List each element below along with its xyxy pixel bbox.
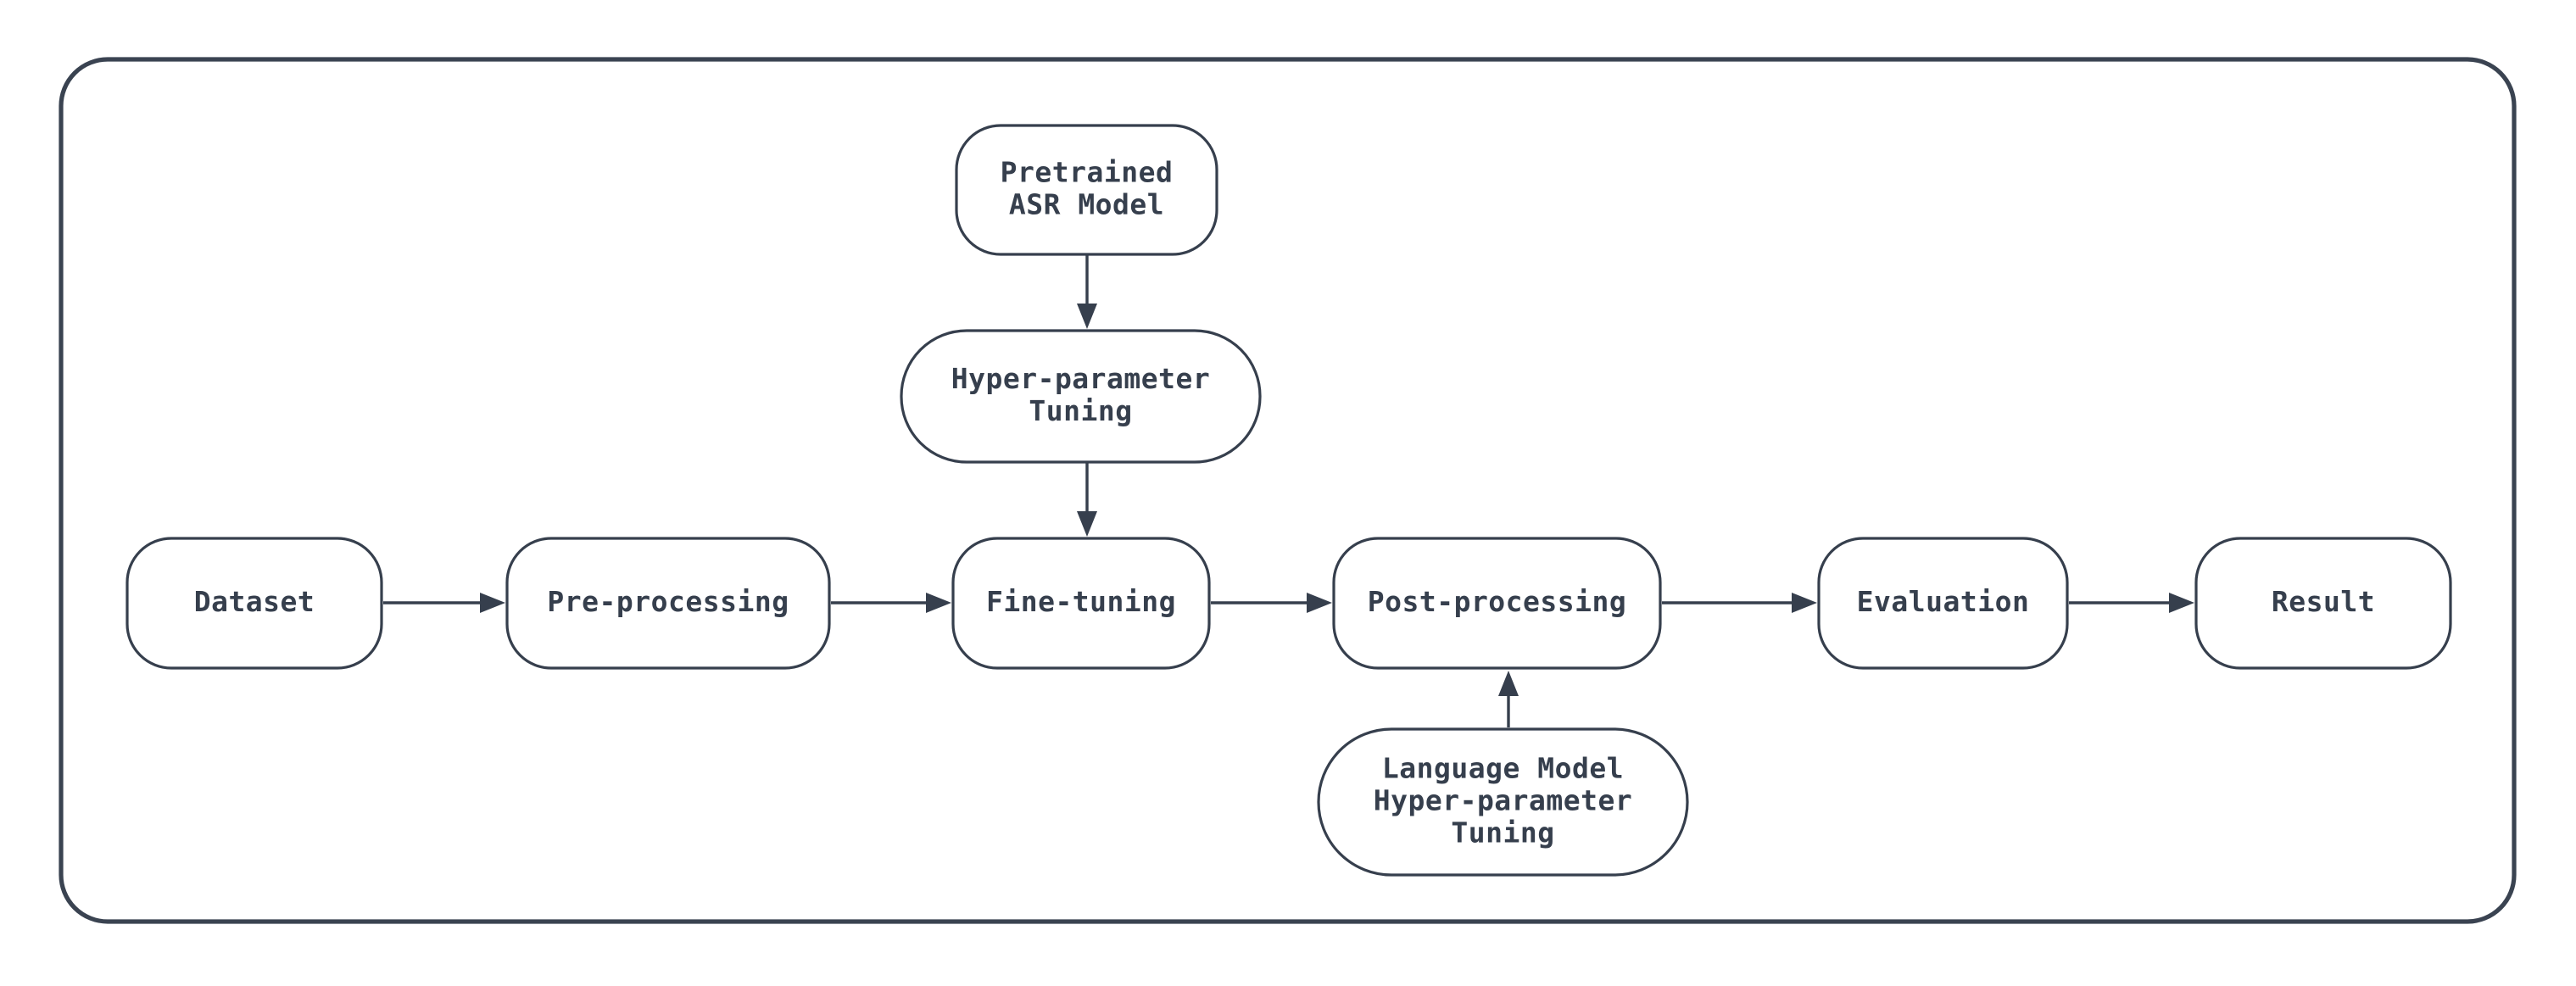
node-label-language-model-hyper-parameter-tuning: Hyper-parameter (1374, 784, 1633, 817)
pipeline-container-border (59, 57, 2517, 924)
node-label-result: Result (2272, 585, 2375, 618)
arrowhead-icon (2169, 593, 2194, 613)
arrowhead-icon (1077, 304, 1097, 329)
node-shape-post-processing (1332, 537, 1662, 670)
node-label-pre-processing: Pre-processing (547, 585, 789, 618)
node-shape-pre-processing (505, 537, 831, 670)
node-shape-result (2194, 537, 2452, 670)
node-shape-fine-tuning (951, 537, 1211, 670)
node-dataset[interactable]: Dataset (125, 537, 383, 670)
edge-layer (383, 255, 2194, 727)
node-label-evaluation: Evaluation (1857, 585, 2030, 618)
node-shape-evaluation (1817, 537, 2069, 670)
node-label-pretrained-asr-model: ASR Model (1009, 188, 1164, 221)
node-result[interactable]: Result (2194, 537, 2452, 670)
node-label-language-model-hyper-parameter-tuning: Tuning (1451, 816, 1554, 850)
node-shape-dataset (125, 537, 383, 670)
node-fine-tuning[interactable]: Fine-tuning (951, 537, 1211, 670)
node-evaluation[interactable]: Evaluation (1817, 537, 2069, 670)
arrowhead-icon (1498, 671, 1519, 696)
node-label-language-model-hyper-parameter-tuning: Language Model (1382, 752, 1624, 785)
node-shape-pretrained-asr-model (955, 124, 1218, 256)
pipeline-container (59, 57, 2517, 924)
arrowhead-icon (926, 593, 951, 613)
node-pre-processing[interactable]: Pre-processing (505, 537, 831, 670)
node-label-pretrained-asr-model: Pretrained (1001, 156, 1174, 189)
node-label-hyper-parameter-tuning: Hyper-parameter (951, 362, 1211, 395)
node-shape-hyper-parameter-tuning (900, 329, 1262, 464)
arrowhead-icon (1792, 593, 1817, 613)
node-label-dataset: Dataset (194, 585, 315, 618)
node-label-post-processing: Post-processing (1368, 585, 1627, 618)
node-shape-language-model-hyper-parameter-tuning (1317, 727, 1689, 877)
node-label-hyper-parameter-tuning: Tuning (1029, 394, 1132, 427)
node-layer: Dataset Pre-processing Fine-tuning Post-pro… (125, 124, 2452, 877)
node-post-processing[interactable]: Post-processing (1332, 537, 1662, 670)
arrowhead-icon (1077, 511, 1097, 537)
arrowhead-icon (1307, 593, 1332, 613)
node-label-fine-tuning: Fine-tuning (986, 585, 1176, 618)
arrowhead-icon (480, 593, 505, 613)
